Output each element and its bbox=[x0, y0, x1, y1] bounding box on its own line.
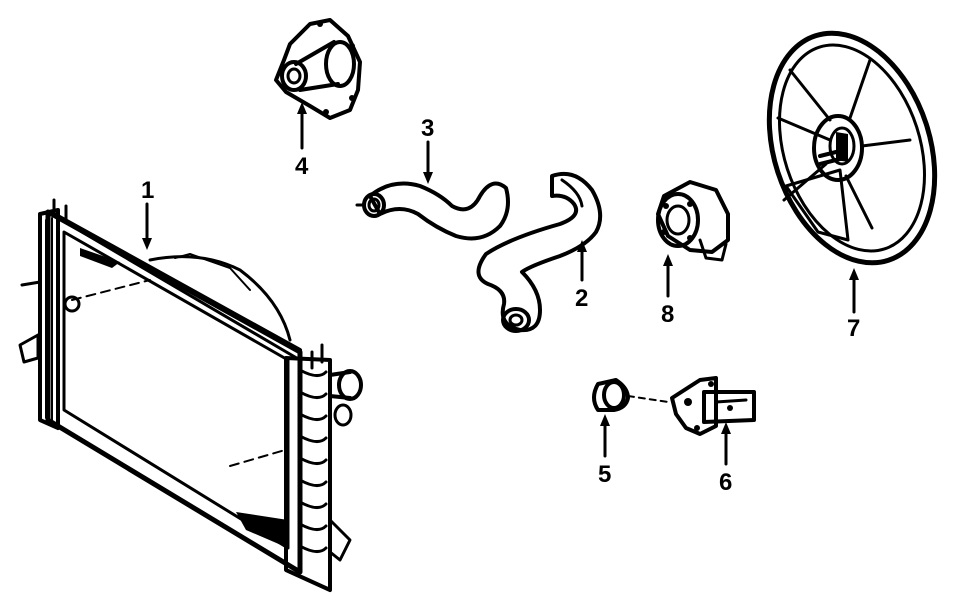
fan-switch-housing-drawing bbox=[670, 376, 756, 436]
callout-upper-hose: 3 bbox=[421, 115, 434, 142]
callout-fan-motor: 8 bbox=[661, 301, 674, 328]
callout-radiator: 1 bbox=[141, 177, 154, 204]
callout-fan-shroud: 7 bbox=[847, 315, 860, 342]
radiator-drawing bbox=[18, 198, 363, 592]
lower-hose-drawing bbox=[476, 171, 603, 333]
fan-shroud-drawing bbox=[766, 30, 938, 266]
callout-lower-hose: 2 bbox=[575, 285, 588, 312]
callout-thermostat: 5 bbox=[598, 461, 611, 488]
fan-motor-drawing bbox=[656, 180, 730, 262]
callout-water-outlet: 4 bbox=[295, 153, 309, 180]
callout-fan-switch-housing: 6 bbox=[719, 469, 732, 496]
upper-hose-drawing bbox=[355, 181, 510, 241]
leader-lines bbox=[142, 102, 859, 466]
water-outlet-drawing bbox=[274, 18, 362, 120]
thermostat-drawing bbox=[592, 378, 669, 412]
